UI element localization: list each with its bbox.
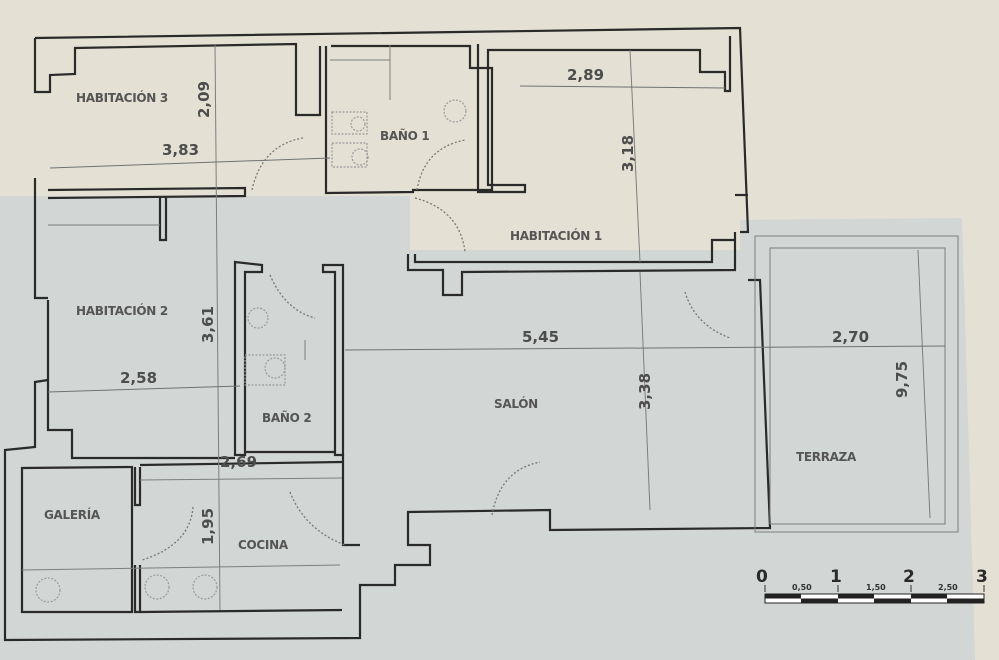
scale-1-50: 1,50 [866, 583, 886, 592]
dim-habitacion-2-depth: 3,61 [199, 306, 217, 343]
label-bano-1: BAÑO 1 [380, 128, 429, 143]
dim-salon-depth: 3,38 [636, 373, 654, 410]
fixtures [35, 99, 467, 603]
label-galeria: GALERÍA [44, 507, 101, 522]
dim-habitacion-1-depth: 3,18 [619, 135, 637, 172]
scale-0: 0 [756, 567, 768, 587]
dim-terraza-width: 2,70 [832, 328, 869, 346]
dim-cocina-depth: 1,95 [199, 508, 217, 545]
outer-walls [3, 26, 772, 642]
habitacion-1-walls [406, 193, 748, 297]
scale-bar: 0 1 2 3 0,50 1,50 2,50 [756, 567, 988, 604]
interior-lines [21, 43, 651, 611]
dimension-labels: 3,83 2,09 2,89 3,18 2,58 3,61 5,45 3,38 … [120, 66, 911, 545]
dim-habitacion-2-width: 2,58 [120, 369, 157, 387]
label-bano-2: BAÑO 2 [262, 410, 311, 425]
scale-1: 1 [830, 567, 842, 587]
doors [141, 137, 731, 561]
scale-3: 3 [976, 567, 988, 587]
dim-salon-width: 5,45 [522, 328, 559, 346]
scale-2: 2 [903, 567, 915, 587]
scale-2-50: 2,50 [938, 583, 958, 592]
label-cocina: COCINA [238, 538, 289, 552]
dim-terraza-depth: 9,75 [893, 361, 911, 398]
dim-habitacion-3-depth: 2,09 [195, 81, 213, 118]
dim-habitacion-3-width: 3,83 [162, 141, 199, 159]
galeria-cocina-walls [20, 460, 343, 614]
dimension-lines [47, 85, 946, 393]
terraza-outline [754, 235, 959, 533]
dim-cocina-width: 2,69 [220, 453, 257, 471]
label-habitacion-3: HABITACIÓN 3 [76, 90, 168, 105]
dim-habitacion-1-width: 2,89 [567, 66, 604, 84]
label-habitacion-2: HABITACIÓN 2 [76, 303, 168, 318]
label-salon: SALÓN [494, 396, 538, 411]
shaded-region [0, 196, 975, 660]
bano-2-walls [233, 260, 360, 547]
label-terraza: TERRAZA [796, 450, 857, 464]
label-habitacion-1: HABITACIÓN 1 [510, 228, 602, 243]
room-labels: HABITACIÓN 3 BAÑO 1 HABITACIÓN 1 HABITAC… [44, 90, 857, 552]
scale-0-50: 0,50 [792, 583, 812, 592]
